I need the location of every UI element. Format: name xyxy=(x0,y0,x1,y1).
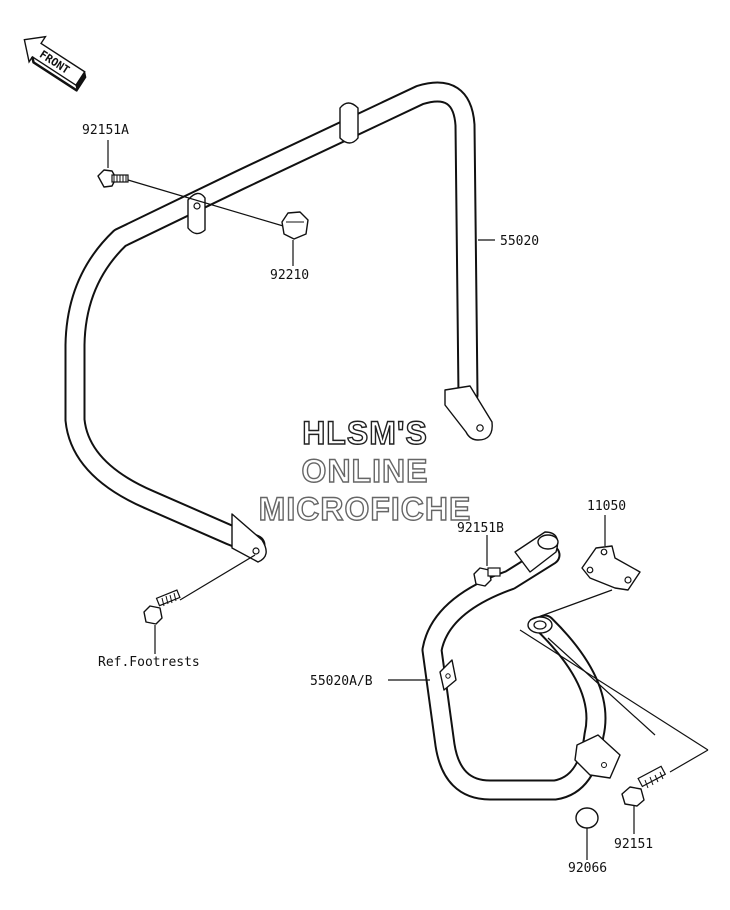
bolt-footrest xyxy=(143,589,181,625)
rear-engine-guard xyxy=(421,531,621,801)
watermark-line-3: MICROFICHE xyxy=(259,491,472,527)
label-55020ab: 55020A/B xyxy=(310,674,373,689)
bolt-92151a xyxy=(97,169,129,188)
label-92210: 92210 xyxy=(270,268,309,283)
bolt-92151b xyxy=(473,567,501,587)
watermark-line-2: ONLINE xyxy=(302,453,429,489)
label-55020: 55020 xyxy=(500,234,539,249)
label-92151: 92151 xyxy=(614,837,653,852)
bracket-11050 xyxy=(581,545,641,591)
front-engine-guard xyxy=(64,81,493,563)
label-92151b: 92151B xyxy=(457,521,504,536)
label-11050: 11050 xyxy=(587,499,626,514)
front-arrow-icon: FRONT xyxy=(23,35,87,92)
cap-nut-92210 xyxy=(281,211,309,240)
cap-92066 xyxy=(575,807,599,829)
label-92151a: 92151A xyxy=(82,123,129,138)
label-ref-footrests: Ref.Footrests xyxy=(98,655,200,670)
watermark-line-1: HLSM'S xyxy=(302,415,428,451)
label-92066: 92066 xyxy=(568,861,607,876)
bolt-92151 xyxy=(621,765,667,807)
